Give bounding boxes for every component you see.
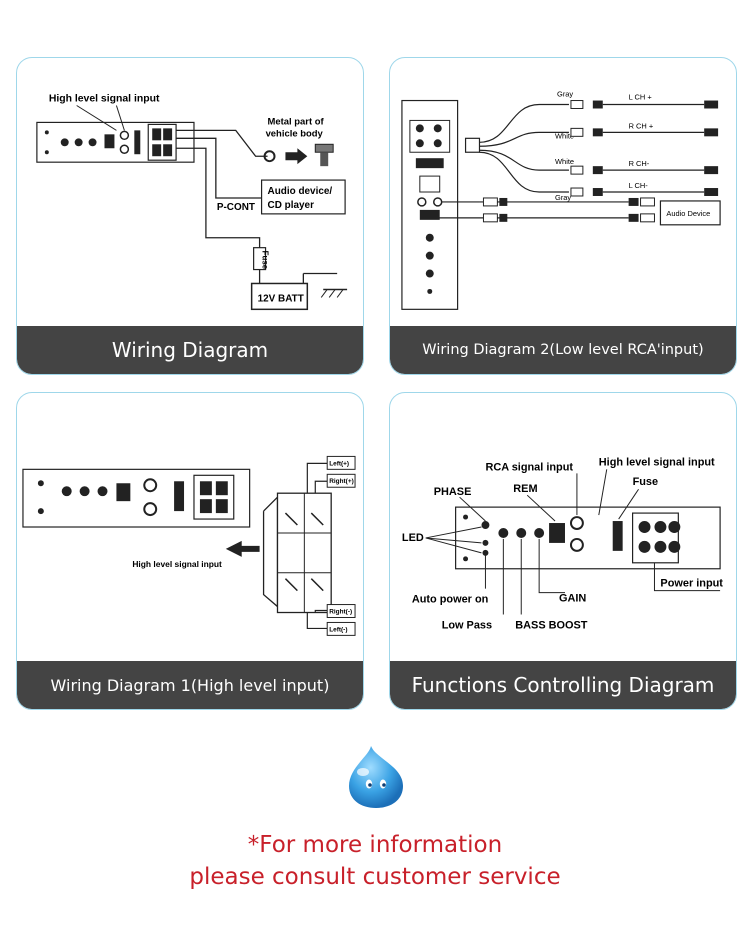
gray-label-1: Gray [557, 90, 573, 99]
white-label-2: White [555, 157, 574, 166]
wiring-diagram-illustration: High level signal input Metal part of ve… [36, 94, 348, 311]
lch-minus-label: L CH- [629, 181, 649, 190]
wiring-diagram-1-panel: High level signal input Left(+) Right(+)… [16, 392, 364, 710]
functions-controlling-panel: RCA signal input High level signal input… [389, 392, 737, 710]
wiring-diagram-1-illustration: High level signal input Left(+) Right(+)… [22, 455, 356, 636]
wiring-diagram-2-illustration: Gray White White Gray L CH + R CH + R CH… [401, 90, 721, 310]
functions-diagram-illustration: RCA signal input High level signal input… [402, 456, 723, 631]
audio-device-box [260, 179, 346, 215]
audio-device-label-2: CD player [268, 200, 315, 211]
led-label: LED [402, 532, 424, 544]
left-minus-label: Left(-) [329, 626, 347, 633]
ring-terminal-icon [263, 150, 276, 163]
arrow-right-icon [285, 148, 308, 165]
metal-part-label-1: Metal part of [268, 116, 325, 127]
high-level-signal-input-label: High level signal input [132, 559, 222, 569]
functions-controlling-caption: Functions Controlling Diagram [390, 661, 736, 709]
right-plus-label: Right(+) [329, 478, 354, 485]
wiring-diagram-2-panel: Gray White White Gray L CH + R CH + R CH… [389, 57, 737, 375]
gray-label-2: Gray [555, 193, 571, 202]
fuse-label: Fuse [261, 251, 270, 270]
footer-line-2: please consult customer service [189, 864, 561, 890]
arrow-left-icon [225, 540, 260, 557]
power-input-label: Power input [660, 578, 723, 590]
fuse-label: Fuse [633, 476, 659, 488]
audio-device-box [659, 200, 721, 226]
auto-power-on-label: Auto power on [412, 594, 488, 606]
bass-boost-label: BASS BOOST [515, 619, 588, 631]
right-minus-label: Right(-) [329, 609, 352, 616]
metal-part-label-2: vehicle body [266, 128, 324, 139]
bolt-icon [314, 143, 334, 153]
gain-label: GAIN [559, 593, 586, 605]
high-level-signal-input-label: High level signal input [49, 94, 160, 105]
white-label-1: White [555, 131, 574, 140]
wiring-diagram-caption: Wiring Diagram [17, 326, 363, 374]
rch-plus-label: R CH + [629, 121, 654, 130]
rem-label: REM [513, 483, 537, 495]
rch-minus-label: R CH- [629, 159, 650, 168]
wiring-diagram-1-caption: Wiring Diagram 1(High level input) [17, 661, 363, 709]
left-plus-label: Left(+) [329, 460, 349, 467]
rca-signal-input-label: RCA signal input [485, 461, 573, 473]
wiring-diagram-panel: High level signal input Metal part of ve… [16, 57, 364, 375]
high-level-signal-input-label: High level signal input [599, 456, 715, 468]
audio-device-label-1: Audio device/ [268, 186, 333, 197]
amplifier-panel [455, 506, 721, 570]
battery-icon [250, 282, 309, 311]
low-pass-label: Low Pass [442, 619, 492, 631]
audio-device-label: Audio Device [666, 209, 710, 218]
wiring-diagram-2-caption: Wiring Diagram 2(Low level RCA'input) [390, 326, 736, 374]
phase-label: PHASE [434, 486, 472, 498]
lch-plus-label: L CH + [629, 93, 652, 102]
water-drop-mascot-icon [349, 746, 403, 808]
pcont-label: P-CONT [217, 202, 255, 213]
footer-line-1: *For more information [247, 832, 503, 858]
battery-label: 12V BATT [258, 293, 304, 304]
